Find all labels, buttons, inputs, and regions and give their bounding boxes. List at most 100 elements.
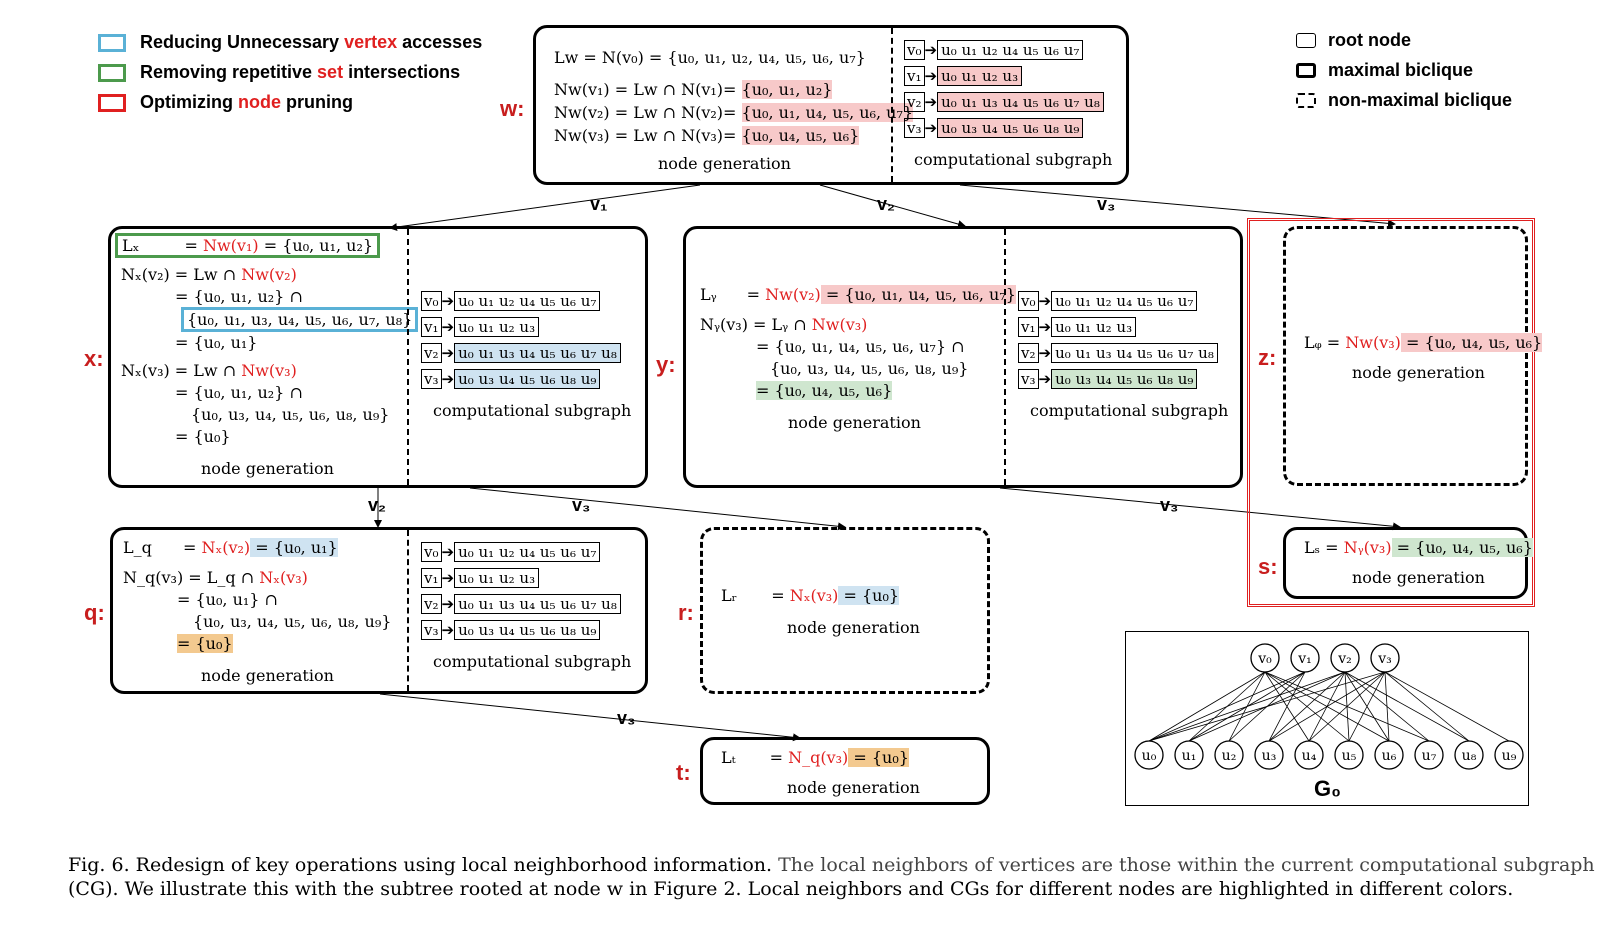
graph-edge bbox=[1268, 671, 1346, 742]
legend-green-swatch bbox=[98, 63, 126, 82]
graph-node-u8 bbox=[1454, 740, 1484, 770]
y-cg-caption: computational subgraph bbox=[1030, 401, 1229, 420]
graph-node-v0 bbox=[1250, 643, 1280, 673]
edge-label-v2: v₂ bbox=[877, 194, 896, 214]
graph-edge bbox=[1344, 671, 1470, 742]
graph-node-v2-label: v₂ bbox=[1337, 651, 1352, 667]
graph-node-v2 bbox=[1330, 643, 1360, 673]
graph-edge bbox=[1268, 671, 1306, 742]
node-x: Lₓ = Nᴡ(v₁) = {u₀, u₁, u₂} Nₓ(v₂) = Lᴡ ∩… bbox=[108, 226, 648, 488]
edge-label-v3: v₃ bbox=[1097, 194, 1116, 214]
s-line: Lₛ = Nᵧ(v₃) = {u₀, u₄, u₅, u₆} bbox=[1304, 538, 1533, 557]
legend-set-intersection: Removing repetitive set intersections bbox=[98, 62, 460, 83]
edge-w-y bbox=[819, 184, 966, 228]
edge-w-x bbox=[389, 184, 701, 232]
x-divider bbox=[407, 229, 409, 485]
y-node-gen: node generation bbox=[788, 413, 921, 432]
w-cg-row-2: v₂➔u₀ u₁ u₃ u₄ u₅ u₆ u₇ u₈ bbox=[904, 92, 1104, 112]
s-node-gen: node generation bbox=[1352, 568, 1485, 587]
graph-node-u3-label: u₃ bbox=[1262, 748, 1277, 764]
z-line: Lᵩ = Nᴡ(v₃) = {u₀, u₄, u₅, u₆} bbox=[1304, 333, 1543, 352]
x-cg-row-1: v₁➔u₀ u₁ u₂ u₃ bbox=[421, 317, 540, 337]
legend-nonmaximal: non-maximal biclique bbox=[1296, 90, 1512, 111]
t-node-gen: node generation bbox=[787, 778, 920, 797]
graph-edge bbox=[1148, 671, 1346, 742]
w-cg-row-1: v₁➔u₀ u₁ u₂ u₃ bbox=[904, 66, 1023, 86]
node-y: Lᵧ= Nᴡ(v₂) = {u₀, u₁, u₄, u₅, u₆, u₇} Nᵧ… bbox=[683, 226, 1243, 488]
legend-maximal: maximal biclique bbox=[1296, 60, 1473, 81]
figure-caption-line-2: (CG). We illustrate this with the subtre… bbox=[68, 878, 1514, 900]
graph-node-u7 bbox=[1414, 740, 1444, 770]
graph-node-v1-label: v₁ bbox=[1297, 651, 1312, 667]
y-line-4: {u₀, u₃, u₄, u₅, u₆, u₈, u₉} bbox=[770, 359, 969, 378]
edge-label-v3: v₃ bbox=[617, 708, 636, 728]
legend-root-node: root node bbox=[1296, 30, 1411, 51]
x-line-8: {u₀, u₃, u₄, u₅, u₆, u₈, u₉} bbox=[191, 405, 390, 424]
graph-edge bbox=[1384, 671, 1510, 742]
graph-edge bbox=[1384, 671, 1470, 742]
x-cg-row-3: v₃➔u₀ u₃ u₄ u₅ u₆ u₈ u₉ bbox=[421, 369, 601, 389]
node-label-t: t: bbox=[676, 760, 691, 785]
node-s: Lₛ = Nᵧ(v₃) = {u₀, u₄, u₅, u₆} node gene… bbox=[1283, 527, 1533, 599]
graph-node-v3 bbox=[1370, 643, 1400, 673]
y-line-3: = {u₀, u₁, u₄, u₅, u₆, u₇} ∩ bbox=[756, 337, 965, 356]
q-cg-caption: computational subgraph bbox=[433, 652, 632, 671]
r-line: Lᵣ= Nₓ(v₃) = {u₀} bbox=[721, 586, 900, 605]
graph-node-u8-label: u₈ bbox=[1462, 748, 1477, 764]
graph-node-u9-label: u₉ bbox=[1502, 748, 1517, 764]
legend-red-swatch bbox=[98, 93, 126, 112]
w-divider bbox=[891, 28, 893, 182]
w-line-3: Nᴡ(v₂) = Lᴡ ∩ N(v₂)= {u₀, u₁, u₄, u₅, u₆… bbox=[554, 103, 914, 122]
node-label-s: s: bbox=[1258, 554, 1278, 579]
edge-label-v3: v₃ bbox=[572, 495, 591, 515]
legend-vertex-access: Reducing Unnecessary vertex accesses bbox=[98, 32, 482, 53]
q-cg-row-0: v₀➔u₀ u₁ u₂ u₄ u₅ u₆ u₇ bbox=[421, 542, 601, 562]
node-label-q: q: bbox=[84, 600, 105, 625]
y-cg-row-0: v₀➔u₀ u₁ u₂ u₄ u₅ u₆ u₇ bbox=[1018, 291, 1198, 311]
node-r: Lᵣ= Nₓ(v₃) = {u₀} node generation bbox=[700, 527, 990, 694]
q-line-1: L_q = Nₓ(v₂) = {u₀, u₁} bbox=[123, 538, 338, 557]
graph-node-u1 bbox=[1174, 740, 1204, 770]
x-line-9: = {u₀} bbox=[175, 427, 231, 446]
graph-node-u1-label: u₁ bbox=[1182, 748, 1197, 764]
figure-caption-line-1: Fig. 6. Redesign of key operations using… bbox=[68, 854, 1595, 876]
graph-node-u5-label: u₅ bbox=[1342, 748, 1357, 764]
x-node-gen: node generation bbox=[201, 459, 334, 478]
z-node-gen: node generation bbox=[1352, 363, 1485, 382]
q-line-4: {u₀, u₃, u₄, u₅, u₆, u₈, u₉} bbox=[193, 612, 392, 631]
node-z: Lᵩ = Nᴡ(v₃) = {u₀, u₄, u₅, u₆} node gene… bbox=[1283, 226, 1543, 486]
node-label-x: x: bbox=[84, 346, 104, 371]
x-line-3: = {u₀, u₁, u₂} ∩ bbox=[175, 287, 303, 306]
pruning-group bbox=[1247, 218, 1535, 607]
y-cg-row-3: v₃➔u₀ u₃ u₄ u₅ u₆ u₈ u₉ bbox=[1018, 369, 1198, 389]
edge-w-z bbox=[959, 184, 1396, 228]
q-cg-row-3: v₃➔u₀ u₃ u₄ u₅ u₆ u₈ u₉ bbox=[421, 620, 601, 640]
t-line: Lₜ= N_q(v₃) = {u₀} bbox=[721, 748, 909, 767]
y-line-2: Nᵧ(v₃) = Lᵧ ∩ Nᴡ(v₃) bbox=[700, 315, 868, 334]
y-line-5: = {u₀, u₄, u₅, u₆} bbox=[756, 381, 893, 400]
w-cg-caption: computational subgraph bbox=[914, 150, 1113, 169]
graph-title: G₀ bbox=[1314, 776, 1342, 801]
node-t: Lₜ= N_q(v₃) = {u₀} node generation bbox=[700, 737, 990, 805]
q-line-3: = {u₀, u₁} ∩ bbox=[177, 590, 278, 609]
graph-node-u2-label: u₂ bbox=[1222, 748, 1237, 764]
legend-blue-swatch bbox=[98, 33, 126, 52]
graph-node-u4-label: u₄ bbox=[1302, 748, 1317, 764]
edge-x-r bbox=[469, 487, 846, 531]
q-divider bbox=[407, 530, 409, 691]
node-label-y: y: bbox=[656, 352, 676, 377]
graph-node-u3 bbox=[1254, 740, 1284, 770]
graph-node-u7-label: u₇ bbox=[1422, 748, 1437, 764]
x-cg-row-2: v₂➔u₀ u₁ u₃ u₄ u₅ u₆ u₇ u₈ bbox=[421, 343, 621, 363]
root-node-swatch bbox=[1296, 33, 1316, 48]
q-node-gen: node generation bbox=[201, 666, 334, 685]
graph-g0-panel bbox=[1125, 631, 1529, 806]
graph-node-v1 bbox=[1290, 643, 1320, 673]
w-line-4: Nᴡ(v₃) = Lᴡ ∩ N(v₃)= {u₀, u₄, u₅, u₆} bbox=[554, 126, 860, 145]
y-line-1: Lᵧ= Nᴡ(v₂) = {u₀, u₁, u₄, u₅, u₆, u₇} bbox=[700, 285, 1016, 304]
x-cg-row-0: v₀➔u₀ u₁ u₂ u₄ u₅ u₆ u₇ bbox=[421, 291, 601, 311]
q-line-2: N_q(v₃) = L_q ∩ Nₓ(v₃) bbox=[123, 568, 308, 587]
w-node-gen: node generation bbox=[658, 154, 791, 173]
graph-edge bbox=[1148, 671, 1266, 742]
